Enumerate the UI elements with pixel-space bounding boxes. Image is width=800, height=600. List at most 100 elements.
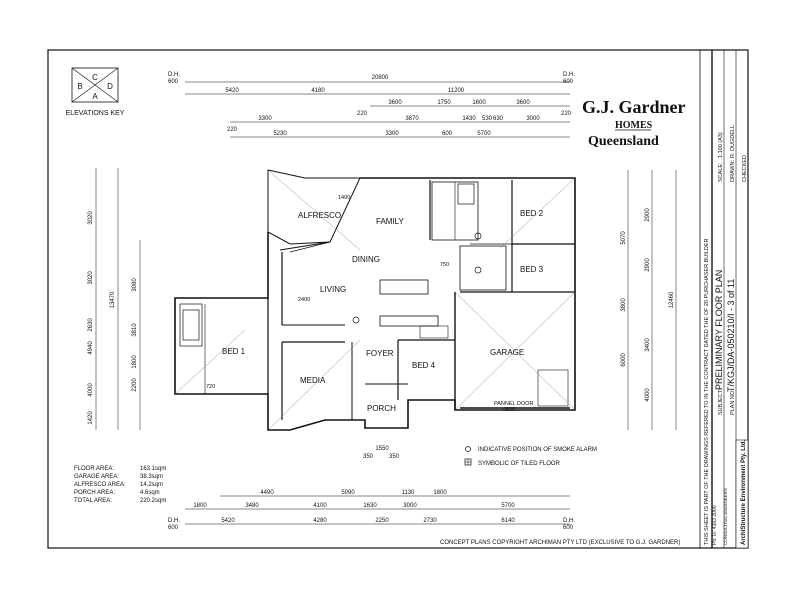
garage-door-label: PANNEL DOOR <box>494 401 533 407</box>
legend-tiled-floor: SYMBOLIC OF TILED FLOOR <box>478 461 561 467</box>
dim-overall-width: 20800 <box>372 75 389 81</box>
plan-no-text: T/KGJ/DA-050210/I - 3 of 11 <box>726 279 736 392</box>
dim-top-row3-b: 1750 <box>437 100 451 106</box>
dim-bottom-row3-e: 6140 <box>501 518 515 524</box>
title-block: THIS SHEET IS PART OF THE DRAWINGS REFER… <box>704 50 749 549</box>
brand-logo: G.J. Gardner HOMES Queensland <box>582 97 686 149</box>
elevation-letter-d: D <box>107 82 113 91</box>
brand-name: G.J. Gardner <box>582 97 686 117</box>
firm-name: ArchiStructure Environment Pty. Ltd. <box>741 439 747 545</box>
dim-dh-bottom-left-value: 600 <box>168 525 179 531</box>
dim-dh-top-left: D.H. <box>168 72 180 78</box>
dim-porch-c: 350 <box>389 454 400 460</box>
left-dimensions: 3020 3020 2630 4940 4000 13470 3080 3810… <box>88 168 141 430</box>
dim-left-outer-5: 4000 <box>88 383 94 397</box>
dim-top-row3-c: 1600 <box>472 100 486 106</box>
house-outline <box>174 177 576 431</box>
dim-right-total: 12460 <box>669 291 675 308</box>
dim-top-row4-f: 3000 <box>526 116 540 122</box>
tiled-floor-icon <box>182 309 200 341</box>
dim-right-outer-2: 2900 <box>645 258 651 272</box>
contract-note: THIS SHEET IS PART OF THE DRAWINGS REFER… <box>704 239 710 545</box>
dim-porch-b: 350 <box>363 454 374 460</box>
firm-box <box>735 439 749 549</box>
area-label-garage: GARAGE AREA: <box>74 474 119 480</box>
dim-bottom-row3-c: 2250 <box>375 518 389 524</box>
firm-subtitle: CONSULTING ENGINEERS <box>723 488 728 545</box>
dim-dh-bottom-right-value: 600 <box>563 525 574 531</box>
dim-top-row3-edge-left: 220 <box>357 111 368 117</box>
subject-text: PRELIMINARY FLOOR PLAN <box>714 270 724 390</box>
dim-top-row4-a: 3300 <box>258 116 272 122</box>
dim-right-inner-1: 5070 <box>621 231 627 245</box>
smoke-alarm-icon <box>474 266 482 274</box>
dim-bottom-row3-d: 2730 <box>423 518 437 524</box>
room-garage: GARAGE <box>490 348 524 357</box>
dim-top-row5-edge: 220 <box>227 127 238 133</box>
brand-region: Queensland <box>588 134 659 149</box>
dim-bottom-row2-f: 5700 <box>501 503 515 509</box>
dim-left-total: 13470 <box>110 291 116 308</box>
room-foyer: FOYER <box>366 349 394 358</box>
room-bed2: BED 2 <box>520 209 544 218</box>
dim-left-inner-3: 1800 <box>132 355 138 369</box>
legend: INDICATIVE POSITION OF SMOKE ALARM SYMBO… <box>464 446 597 467</box>
elevations-key: C D B A ELEVATIONS KEY <box>66 67 125 117</box>
dim-top-row4-d: 530 <box>482 116 493 122</box>
area-label-floor: FLOOR AREA: <box>74 466 114 472</box>
dim-top-row3-edge-right: 220 <box>561 111 572 117</box>
scale-text: 1:100 (A3) <box>718 132 724 158</box>
area-value-alfresco: 14.2sqm <box>140 482 163 488</box>
dim-porch-a: 1550 <box>375 446 389 452</box>
internal-labels: 1400 2400 750 720 PANNEL DOOR 4800 <box>206 195 533 413</box>
dim-left-outer-2: 3020 <box>88 271 94 285</box>
dim-living-width: 2400 <box>298 297 310 303</box>
elevation-letter-b: B <box>77 82 82 91</box>
dim-right-outer-3: 3400 <box>645 338 651 352</box>
area-value-total: 220.2sqm <box>140 498 166 504</box>
room-alfresco: ALFRESCO <box>298 211 341 220</box>
dim-top-row2-c: 11200 <box>448 88 465 94</box>
area-label-porch: PORCH AREA: <box>74 490 115 496</box>
dim-dh-bottom-left: D.H. <box>168 518 180 524</box>
dim-bed1-robe: 720 <box>206 384 215 390</box>
dim-right-inner-3: 6000 <box>621 353 627 367</box>
smoke-alarm-icon <box>474 232 482 240</box>
room-porch: PORCH <box>367 404 396 413</box>
dim-top-row5-c: 600 <box>442 131 453 137</box>
dim-bottom-row3-a: 5420 <box>221 518 235 524</box>
room-dining: DINING <box>352 255 380 264</box>
garage-door-width: 4800 <box>503 407 515 413</box>
subject-label: SUBJECT: <box>718 389 724 415</box>
dim-dh-top-right: D.H. <box>563 72 575 78</box>
room-bed1: BED 1 <box>222 347 246 356</box>
bottom-dimensions: 1550 350 350 4490 5090 1130 1800 1800 34… <box>168 446 575 531</box>
dim-bottom-row1-b: 5090 <box>341 490 355 496</box>
room-living: LIVING <box>320 285 346 294</box>
copyright-note: CONCEPT PLANS COPYRIGHT ARCHIMAN PTY LTD… <box>440 540 680 546</box>
right-dimensions: 5070 3800 6000 2900 2900 3400 4000 12460 <box>621 170 677 430</box>
dim-top-row3-a: 3600 <box>388 100 402 106</box>
dim-left-inner-5: 1420 <box>88 411 94 425</box>
dim-bottom-row2-b: 3480 <box>245 503 259 509</box>
drawn-text: R. DUGDELL <box>730 125 736 158</box>
brand-homes: HOMES <box>615 120 653 131</box>
room-bed3: BED 3 <box>520 265 544 274</box>
dim-bottom-row1-c: 1130 <box>402 490 416 496</box>
plan-symbols <box>182 183 482 341</box>
dim-right-outer-4: 4000 <box>645 388 651 402</box>
smoke-alarm-icon <box>352 316 360 324</box>
dim-top-row3-d: 3600 <box>516 100 530 106</box>
dim-dh-bottom-right: D.H. <box>563 518 575 524</box>
dim-bottom-row1-a: 4490 <box>260 490 274 496</box>
drawn-label: DRAWN: <box>730 159 736 182</box>
dim-top-row5-b: 3300 <box>385 131 399 137</box>
plan-no-label: PLAN NO: <box>730 389 736 415</box>
top-dimensions: D.H. 600 D.H. 600 20800 5420 4180 11200 … <box>168 72 575 138</box>
checked-label: CHECKED <box>742 155 748 182</box>
room-bed4: BED 4 <box>412 361 436 370</box>
dim-dh-top-left-value: 600 <box>168 79 179 85</box>
title-block-border <box>711 49 749 549</box>
dim-top-row2-a: 5420 <box>225 88 239 94</box>
